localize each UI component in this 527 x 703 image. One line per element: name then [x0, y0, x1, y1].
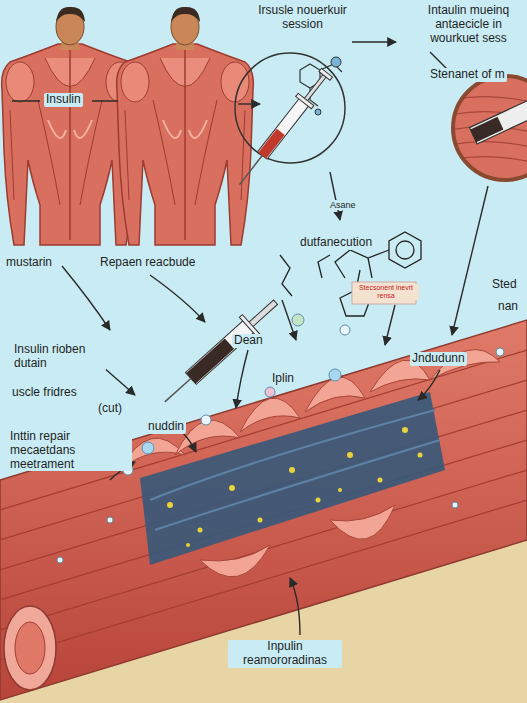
zoom-circle — [315, 109, 321, 115]
label: Sted — [490, 278, 519, 292]
syringe — [240, 155, 263, 184]
bubble — [329, 369, 341, 381]
muscle-band — [150, 410, 440, 530]
yellow-dot — [167, 502, 173, 508]
muscle-band — [0, 320, 527, 700]
label: Iplin — [270, 372, 296, 386]
bubble — [142, 442, 154, 454]
label: Irsusle nouerkuir session — [253, 4, 352, 32]
muscle-band — [0, 350, 527, 660]
zoom-circle — [235, 53, 345, 163]
magnified-muscle — [470, 117, 503, 142]
zoom-circle — [235, 53, 345, 163]
magnified-muscle — [450, 76, 527, 180]
bubble — [107, 517, 113, 523]
muscle-band — [140, 392, 445, 565]
molecule — [280, 232, 421, 316]
bubble — [265, 387, 275, 397]
yellow-dot — [167, 427, 423, 547]
syringe — [156, 293, 284, 412]
label: Repaen reacbude — [98, 256, 197, 270]
pointer-arrow — [352, 41, 396, 42]
muscular-figure — [2, 7, 254, 245]
syringe — [165, 378, 191, 401]
zoom-circle — [331, 57, 341, 67]
yellow-dot — [418, 453, 423, 458]
syringe — [258, 129, 284, 159]
label: (cut) — [96, 402, 124, 416]
yellow-dot — [378, 478, 383, 483]
bubble — [340, 325, 350, 335]
pointer-arrow — [236, 350, 248, 408]
label: Stenanet of m — [428, 68, 507, 82]
cross-section — [15, 622, 45, 674]
syringe — [319, 68, 332, 80]
label: Dean — [232, 334, 265, 348]
yellow-dot — [338, 488, 342, 492]
muscular-figure — [117, 7, 254, 245]
bubble — [201, 415, 211, 425]
label: Insulin rioben dutain — [12, 343, 106, 371]
yellow-dot — [289, 467, 295, 473]
pointer-arrow — [282, 300, 296, 340]
molecule — [396, 241, 414, 259]
molecule — [318, 255, 330, 278]
pointer-arrow — [385, 305, 395, 345]
molecule — [389, 232, 421, 268]
pointer-arrow — [330, 172, 340, 220]
muscle-fibre — [200, 545, 270, 577]
dash-line — [92, 100, 118, 102]
yellow-dot — [258, 518, 263, 523]
label: dutfanecution — [298, 236, 374, 250]
pointer-arrow — [62, 42, 488, 635]
label: Intaulin mueinq antaecicle in wourkuet s… — [414, 4, 523, 45]
pointer-arrow — [290, 578, 300, 635]
label: mustarin — [4, 256, 54, 270]
molecule — [280, 255, 292, 296]
yellow-dot — [186, 543, 190, 547]
muscle-band — [0, 320, 527, 700]
label: Inpulin reamororadinas — [228, 640, 342, 668]
syringe — [232, 67, 335, 191]
label: Stecsonent inevrt rensa — [353, 284, 419, 300]
pointer-arrow — [62, 266, 110, 330]
muscle-fibre — [305, 377, 365, 412]
bubble — [452, 502, 458, 508]
yellow-dot — [402, 427, 408, 433]
label: nan — [496, 300, 520, 314]
bubble — [496, 348, 504, 356]
molecule — [335, 250, 389, 278]
bubble — [57, 557, 63, 563]
yellow-dot — [316, 498, 321, 503]
pointer-arrow — [150, 275, 205, 322]
syringe — [258, 97, 311, 160]
muscle-fibre — [240, 398, 300, 432]
pointer-arrow — [452, 186, 488, 335]
yellow-dot — [229, 485, 235, 491]
magnified-muscle — [469, 94, 527, 144]
cross-section — [4, 606, 56, 690]
dash-line — [12, 100, 40, 102]
yellow-dot — [347, 452, 353, 458]
syringe — [296, 93, 314, 108]
label: Insulin — [44, 93, 83, 107]
syringe — [186, 338, 234, 383]
syringe — [304, 74, 327, 102]
syringe — [248, 300, 277, 327]
label: Inttin repair mecaetdans meetrament — [8, 430, 132, 471]
pointer-arrow — [182, 432, 196, 452]
pointer-arrow — [418, 370, 440, 400]
pointer-arrow — [238, 103, 260, 104]
magnified-muscle — [453, 76, 527, 180]
cross-section — [4, 606, 56, 690]
label: Asane — [328, 200, 358, 210]
bubble — [292, 314, 304, 326]
muscle-fibre — [330, 505, 395, 539]
label: uscle fridres — [10, 386, 79, 400]
syringe — [185, 319, 255, 384]
yellow-dot — [198, 528, 203, 533]
label: nuddin — [146, 420, 186, 434]
label: Jndudunn — [410, 352, 467, 366]
